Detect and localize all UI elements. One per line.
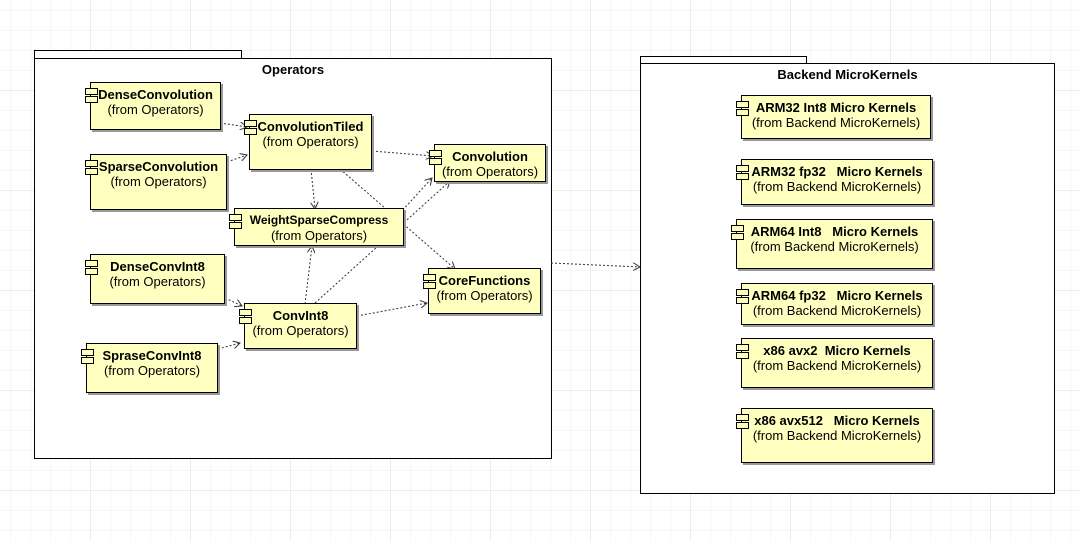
component-port <box>736 109 749 116</box>
component-port <box>85 260 98 267</box>
component-origin: (from Operators) <box>110 174 207 189</box>
component-port <box>85 88 98 95</box>
component-origin: (from Operators) <box>252 323 349 338</box>
component-name: DenseConvolution <box>98 87 213 102</box>
backend-package-title: Backend MicroKernels <box>777 67 918 82</box>
component-origin: (from Backend MicroKernels) <box>751 115 921 130</box>
component-convolution[interactable]: Convolution (from Operators) <box>429 144 546 182</box>
component-arm32-fp32-micro-kernels[interactable]: ARM32 fp32 Micro Kernels (from Backend M… <box>736 159 933 205</box>
component-port <box>85 268 98 275</box>
operators-package-title: Operators <box>261 62 325 77</box>
component-name: Convolution <box>452 149 528 164</box>
component-port <box>736 101 749 108</box>
component-name: SpraseConvInt8 <box>102 348 202 363</box>
component-name: DenseConvInt8 <box>110 259 205 274</box>
component-port <box>239 317 252 324</box>
component-port <box>736 289 749 296</box>
component-port <box>736 344 749 351</box>
component-origin: (from Operators) <box>262 134 359 149</box>
component-port <box>423 282 436 289</box>
component-name: ARM32 Int8 Micro Kernels <box>755 100 917 115</box>
component-core-functions[interactable]: CoreFunctions (from Operators) <box>423 268 541 314</box>
component-origin: (from Backend MicroKernels) <box>752 179 922 194</box>
component-arm64-fp32-micro-kernels[interactable]: ARM64 fp32 Micro Kernels (from Backend M… <box>736 283 933 325</box>
component-port <box>244 120 257 127</box>
component-port <box>229 214 242 221</box>
component-port <box>736 352 749 359</box>
component-port <box>239 309 252 316</box>
component-name: ConvolutionTiled <box>257 119 364 134</box>
component-port <box>731 225 744 232</box>
component-port <box>429 158 442 165</box>
component-origin: (from Operators) <box>270 228 368 243</box>
component-port <box>81 349 94 356</box>
component-name: ARM64 fp32 Micro Kernels <box>751 288 923 303</box>
component-origin: (from Operators) <box>436 288 533 303</box>
component-port <box>85 160 98 167</box>
component-port <box>736 422 749 429</box>
component-dense-conv-int8[interactable]: DenseConvInt8 (from Operators) <box>85 254 225 304</box>
component-port <box>731 233 744 240</box>
component-weight-sparse-compress[interactable]: WeightSparseCompress (from Operators) <box>229 208 404 246</box>
component-port <box>85 168 98 175</box>
component-port <box>736 165 749 172</box>
component-convolution-tiled[interactable]: ConvolutionTiled (from Operators) <box>244 114 372 170</box>
operators-package-tab <box>34 50 242 59</box>
component-origin: (from Operators) <box>103 363 201 378</box>
component-x86-avx512-micro-kernels[interactable]: x86 avx512 Micro Kernels (from Backend M… <box>736 408 933 463</box>
component-name: WeightSparseCompress <box>249 213 389 227</box>
component-x86-avx2-micro-kernels[interactable]: x86 avx2 Micro Kernels (from Backend Mic… <box>736 338 933 388</box>
component-port <box>85 96 98 103</box>
component-origin: (from Backend MicroKernels) <box>752 358 922 373</box>
component-conv-int8[interactable]: ConvInt8 (from Operators) <box>239 303 357 349</box>
component-arm32-int8-micro-kernels[interactable]: ARM32 Int8 Micro Kernels (from Backend M… <box>736 95 931 139</box>
component-origin: (from Backend MicroKernels) <box>752 303 922 318</box>
component-port <box>736 414 749 421</box>
component-origin: (from Backend MicroKernels) <box>752 428 922 443</box>
component-name: ConvInt8 <box>272 308 329 323</box>
edge-operators-to-backend <box>550 262 640 267</box>
component-origin: (from Operators) <box>109 274 206 289</box>
component-origin: (from Operators) <box>107 102 204 117</box>
component-port <box>429 150 442 157</box>
component-port <box>244 128 257 135</box>
component-name: x86 avx512 Micro Kernels <box>754 413 920 428</box>
component-port <box>736 173 749 180</box>
component-name: ARM32 fp32 Micro Kernels <box>751 164 923 179</box>
component-port <box>736 297 749 304</box>
component-name: x86 avx2 Micro Kernels <box>763 343 911 358</box>
backend-package-tab <box>640 56 807 64</box>
component-origin: (from Operators) <box>441 164 539 179</box>
component-origin: (from Backend MicroKernels) <box>750 239 919 254</box>
component-sparse-convolution[interactable]: SparseConvolution (from Operators) <box>85 154 227 210</box>
component-port <box>423 274 436 281</box>
component-arm64-int8-micro-kernels[interactable]: ARM64 Int8 Micro Kernels (from Backend M… <box>731 219 933 269</box>
component-sprase-conv-int8[interactable]: SpraseConvInt8 (from Operators) <box>81 343 218 393</box>
component-name: SparseConvolution <box>98 159 219 174</box>
component-name: CoreFunctions <box>438 273 531 288</box>
component-name: ARM64 Int8 Micro Kernels <box>750 224 919 239</box>
component-port <box>81 357 94 364</box>
component-dense-convolution[interactable]: DenseConvolution (from Operators) <box>85 82 221 130</box>
component-port <box>229 222 242 229</box>
